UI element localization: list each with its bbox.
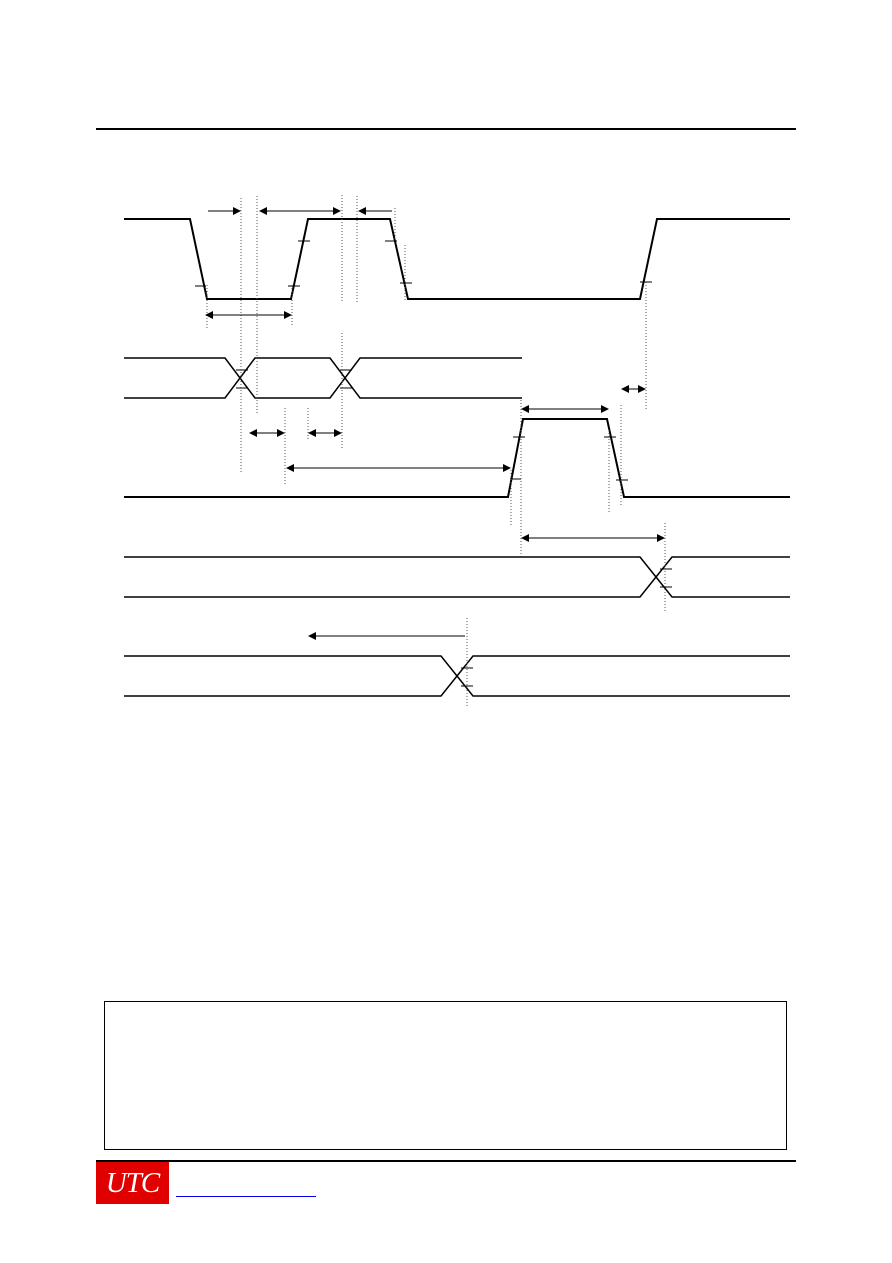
footer-rule bbox=[96, 1160, 796, 1162]
reference-lines bbox=[206, 195, 666, 708]
signal-5-bus bbox=[124, 655, 790, 697]
signal-1-waveform bbox=[124, 218, 790, 300]
note-box bbox=[104, 1001, 787, 1150]
footer-link[interactable] bbox=[176, 1196, 316, 1197]
signal-4-bus bbox=[124, 556, 790, 598]
utc-logo-text: UTC bbox=[105, 1166, 160, 1199]
timing-diagram bbox=[124, 195, 790, 708]
utc-logo: UTC bbox=[96, 1162, 169, 1204]
timing-arrows bbox=[205, 207, 665, 640]
signal-2-bus bbox=[124, 357, 522, 399]
header-rule bbox=[96, 128, 796, 130]
signal-3-waveform bbox=[124, 418, 790, 498]
